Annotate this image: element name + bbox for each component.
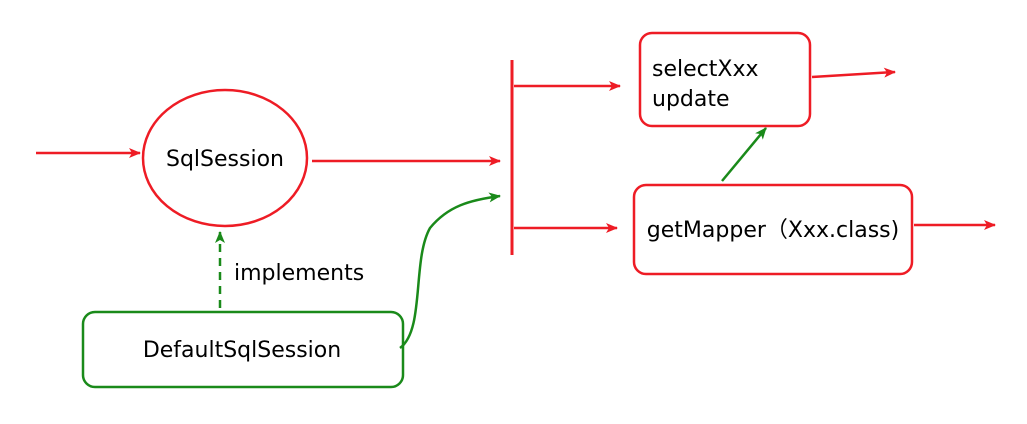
- sqlsession-label: SqlSession: [166, 147, 284, 172]
- default-sql-session-label: DefaultSqlSession: [143, 338, 341, 363]
- sqlsession-shape: [141, 88, 309, 228]
- select-update-shape: [638, 31, 812, 128]
- edge-getmapper-to-select-update: [721, 127, 767, 182]
- select-update-label-line2: update: [652, 87, 730, 112]
- edge-default-sql-session-to-bus: [399, 192, 501, 350]
- default-sql-session-shape: [81, 310, 405, 389]
- getmapper-label: getMapper（Xxx.class): [647, 218, 899, 243]
- edge-select-update-output: [811, 67, 896, 79]
- implements-label: implements: [234, 261, 364, 286]
- getmapper-shape: [632, 183, 914, 276]
- node-getmapper: getMapper（Xxx.class): [632, 183, 914, 276]
- node-default-sql-session: DefaultSqlSession: [81, 310, 405, 389]
- node-select-update: selectXxx update: [638, 31, 812, 128]
- select-update-label-line1: selectXxx: [652, 57, 758, 82]
- node-sqlsession: SqlSession: [141, 88, 309, 228]
